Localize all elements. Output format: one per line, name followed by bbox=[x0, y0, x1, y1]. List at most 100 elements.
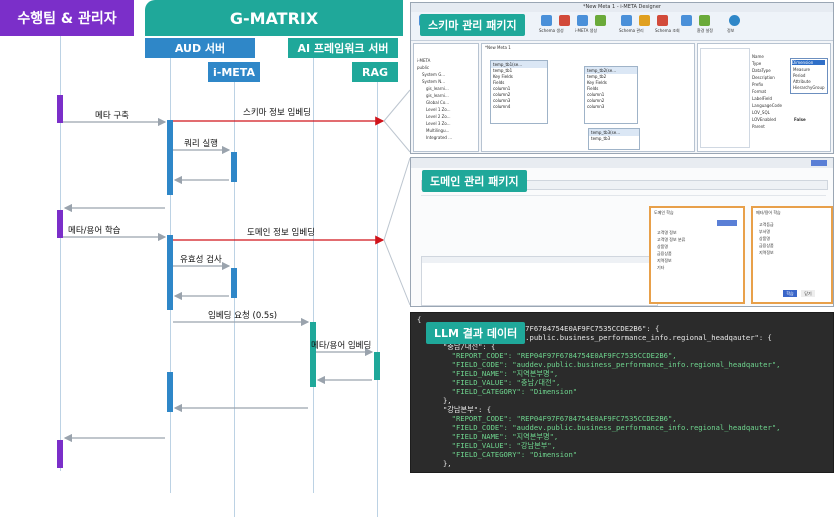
list-item[interactable]: 지역정보 bbox=[657, 258, 672, 263]
dropdown-option[interactable]: Period bbox=[793, 73, 806, 78]
code-line: "FIELD_VALUE": "충남/대전", bbox=[417, 378, 561, 387]
list-item[interactable]: 상품명 bbox=[759, 236, 771, 241]
prop-name: LOV_SQL bbox=[752, 110, 770, 115]
prop-name: DataType bbox=[752, 68, 771, 73]
domain-package-tag: 도메인 관리 패키지 bbox=[422, 170, 527, 192]
msg-schema-embed: 스키마 정보 임베딩 bbox=[243, 108, 311, 118]
ribbon-label: Schema 관리 bbox=[619, 28, 644, 33]
team-activation-3 bbox=[57, 440, 63, 468]
ai-activation bbox=[310, 322, 316, 387]
meta-tree bbox=[700, 48, 750, 148]
ribbon-icon[interactable] bbox=[699, 15, 710, 26]
ribbon-icon[interactable] bbox=[621, 15, 632, 26]
ribbon-icon[interactable] bbox=[577, 15, 588, 26]
ribbon-icon[interactable] bbox=[595, 15, 606, 26]
dialog-title: 메타/용어 학습 bbox=[756, 210, 781, 215]
dialog-title: 도메인 학습 bbox=[654, 210, 674, 215]
list-item[interactable]: 금융상품 bbox=[759, 243, 774, 248]
grid-header bbox=[422, 257, 657, 263]
tree-item[interactable]: Level 3 Zo... bbox=[426, 121, 451, 126]
msg-domain-embed: 도메인 정보 임베딩 bbox=[247, 228, 315, 238]
msg-meta-learn: 메타/용어 학습 bbox=[68, 226, 121, 236]
team-activation-2 bbox=[57, 210, 63, 238]
msg-meta-build: 메타 구축 bbox=[95, 111, 129, 121]
tree-item[interactable]: Multilingu... bbox=[426, 128, 450, 133]
table-node[interactable]: temp_tb3(se... temp_tb3 bbox=[588, 128, 640, 150]
code-line: "REPORT_CODE": "REP04F97F6784754E0AF9FC7… bbox=[417, 414, 677, 423]
tree-item[interactable]: Level 2 Zo... bbox=[426, 114, 451, 119]
domain-grid-row[interactable] bbox=[421, 189, 826, 196]
dropdown-option[interactable]: Attribute bbox=[793, 79, 811, 84]
ribbon-icon[interactable] bbox=[657, 15, 668, 26]
tree-item[interactable]: gis_learni... bbox=[426, 86, 449, 91]
dropdown-option[interactable]: Dimension bbox=[792, 60, 825, 65]
code-line: "FIELD_NAME": "지역본부명", bbox=[417, 369, 559, 378]
type-dropdown[interactable]: Dimension Measure Period Attribute Hiera… bbox=[790, 58, 828, 94]
ai-lifeline bbox=[313, 58, 314, 493]
list-item[interactable]: 고객등급 bbox=[759, 222, 774, 227]
list-item[interactable]: 부서명 bbox=[759, 229, 771, 234]
imeta-label: i-META bbox=[208, 62, 260, 82]
meta-term-dialog: 메타/용어 학습 고객등급 부서명 상품명 금융상품 지역정보 학습 닫기 bbox=[751, 206, 833, 304]
prop-name: Prefix bbox=[752, 82, 764, 87]
ribbon-icon[interactable] bbox=[639, 15, 650, 26]
ribbon-icon[interactable] bbox=[559, 15, 570, 26]
code-line: }, bbox=[417, 459, 452, 468]
domain-action-button[interactable] bbox=[811, 160, 827, 166]
prop-name: Description bbox=[752, 75, 775, 80]
prop-name: LanguageCode bbox=[752, 103, 782, 108]
prop-name: LOVEnabled bbox=[752, 117, 777, 122]
ribbon-icon[interactable] bbox=[681, 15, 692, 26]
close-button[interactable]: 닫기 bbox=[801, 290, 815, 297]
msg-validity: 유효성 검사 bbox=[180, 255, 222, 265]
aud-server-label: AUD 서버 bbox=[145, 38, 255, 58]
ribbon-label: 환경 설정 bbox=[697, 28, 713, 33]
tree-item[interactable]: gis_learni... bbox=[426, 93, 449, 98]
code-line: "FIELD_CATEGORY": "Dimension" bbox=[417, 387, 578, 396]
learn-button[interactable]: 학습 bbox=[783, 290, 797, 297]
tree-item[interactable]: i-META bbox=[417, 58, 431, 63]
prop-name: Type bbox=[752, 61, 762, 66]
code-line: "FIELD_NAME": "지역본부명", bbox=[417, 432, 559, 441]
tree-item[interactable]: System N... bbox=[422, 79, 445, 84]
imeta-activation-1 bbox=[231, 152, 237, 182]
list-item[interactable]: 금융상품 bbox=[657, 251, 672, 256]
code-line: }, bbox=[417, 396, 452, 405]
ribbon-label: i-META 생성 bbox=[575, 28, 598, 33]
list-item[interactable]: 기타 bbox=[657, 265, 665, 270]
list-item[interactable]: 고객명 정보 분류 bbox=[657, 237, 686, 242]
connector-domain-bottom bbox=[383, 239, 411, 306]
rag-lifeline bbox=[377, 82, 378, 517]
rag-activation bbox=[374, 352, 380, 380]
ribbon-icon[interactable] bbox=[541, 15, 552, 26]
list-item[interactable]: 지역정보 bbox=[759, 250, 774, 255]
team-lifeline bbox=[60, 36, 61, 471]
sequence-arrows bbox=[63, 89, 411, 443]
gmatrix-header: G-MATRIX bbox=[145, 0, 403, 36]
learn-tab-button[interactable] bbox=[717, 220, 737, 226]
list-item[interactable]: 상품명 bbox=[657, 244, 669, 249]
list-item[interactable]: 고객명 정보 bbox=[657, 230, 677, 235]
info-icon[interactable] bbox=[729, 15, 740, 26]
code-line: { bbox=[417, 315, 422, 324]
dropdown-option[interactable]: HierarchyGroup bbox=[793, 85, 825, 90]
schema-package-tag: 스키마 관리 패키지 bbox=[420, 14, 525, 36]
code-line: "FIELD_CODE": "auddev.public.business_pe… bbox=[417, 423, 781, 432]
dropdown-option[interactable]: Measure bbox=[793, 67, 810, 72]
domain-learn-dialog: 도메인 학습 고객명 정보 고객명 정보 분류 상품명 금융상품 지역정보 기타 bbox=[649, 206, 745, 304]
tree-item[interactable]: System G... bbox=[422, 72, 446, 77]
msg-embed-request: 임베딩 요청 (0.5s) bbox=[208, 311, 278, 321]
prop-name: Format bbox=[752, 89, 767, 94]
tree-item[interactable]: Global Co... bbox=[426, 100, 450, 105]
ribbon-label: 정보 bbox=[727, 28, 735, 33]
property-panel: Name Type DataType Description Prefix Fo… bbox=[697, 43, 831, 152]
tree-item[interactable]: Level 1 Zo... bbox=[426, 107, 451, 112]
canvas-tab[interactable]: *New Meta 1 bbox=[485, 45, 511, 50]
code-line: "FIELD_CODE": "auddev.public.business_pe… bbox=[417, 360, 781, 369]
tree-item[interactable]: public bbox=[417, 65, 430, 70]
msg-meta-term-embed: 메타/용어 임베딩 bbox=[311, 341, 372, 351]
tree-item[interactable]: Integrated ... bbox=[426, 135, 453, 140]
